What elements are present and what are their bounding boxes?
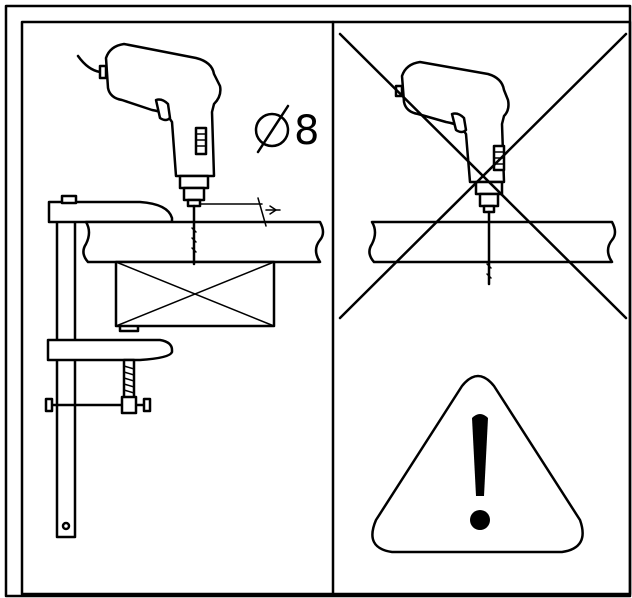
backing-block <box>114 260 276 328</box>
warning-triangle-icon <box>371 374 584 554</box>
inner-frame <box>20 20 632 596</box>
left-panel-correct-drilling: 8 <box>44 42 325 539</box>
diameter-symbol-icon <box>254 104 290 154</box>
cross-mark-icon <box>338 32 628 320</box>
workpiece-board-wrong <box>368 220 617 264</box>
right-panel-incorrect-drilling <box>338 32 628 554</box>
drill-icon-wrong <box>394 60 510 286</box>
hole-diameter-label: 8 <box>294 108 319 154</box>
drill-icon <box>76 42 222 266</box>
depth-marker <box>199 197 281 227</box>
clamp-icon <box>44 194 174 539</box>
workpiece-board <box>82 220 325 264</box>
